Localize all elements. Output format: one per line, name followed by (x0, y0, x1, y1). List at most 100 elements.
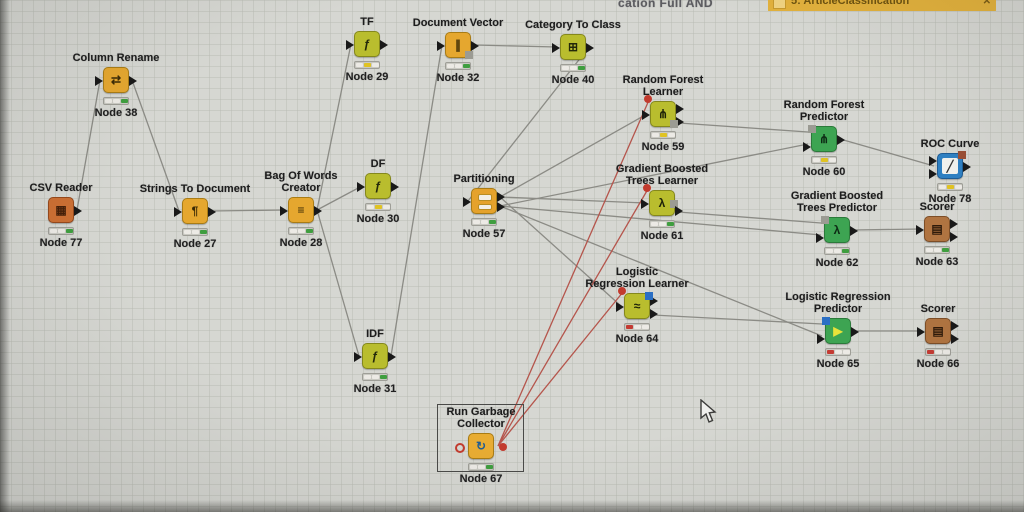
port-flow-in[interactable] (455, 443, 465, 453)
port-in[interactable] (916, 225, 924, 235)
port-out[interactable] (837, 135, 845, 145)
active-workflow-tab[interactable]: 5: ArticleClassification ✕ (768, 0, 996, 11)
connection-57-60[interactable] (499, 143, 809, 207)
port-model-br[interactable] (670, 120, 678, 128)
port-out[interactable] (391, 182, 399, 192)
port-in[interactable] (641, 199, 649, 209)
node-scorer-2[interactable]: Scorer▤Node 66 (868, 286, 1008, 378)
node-csv-reader[interactable]: CSV Reader▦Node 77 (0, 165, 131, 257)
node-category-to-class[interactable]: Category To Class⊞Node 40 (503, 2, 643, 94)
port-out-top[interactable] (650, 296, 658, 306)
port-in[interactable] (354, 352, 362, 362)
port-out2[interactable] (950, 232, 958, 242)
port-out[interactable] (851, 327, 859, 337)
connection-57-65[interactable] (499, 205, 823, 337)
df-icon[interactable]: ƒ (357, 173, 399, 199)
connection-60-78[interactable] (839, 138, 935, 167)
port-out[interactable] (586, 43, 594, 53)
port-out2[interactable] (951, 334, 959, 344)
port-in[interactable] (642, 110, 650, 120)
connection-64-65[interactable] (652, 314, 823, 325)
idf-icon[interactable]: ƒ (354, 343, 396, 369)
connection-32-40[interactable] (473, 44, 558, 48)
connection-28-31[interactable] (316, 209, 360, 357)
port-flow-tl[interactable] (643, 184, 651, 192)
bag-of-words-creator-icon[interactable]: ≡ (280, 197, 322, 223)
node-scorer[interactable]: Scorer▤Node 63 (867, 184, 1007, 276)
connection-28-29[interactable] (316, 43, 352, 211)
connection-67-59[interactable] (497, 99, 650, 447)
node-column-rename[interactable]: Column Rename⇄Node 38 (46, 35, 186, 127)
port-out2[interactable] (676, 117, 684, 127)
port-in-hi[interactable] (929, 156, 937, 166)
node-roc-curve[interactable]: ROC Curve╱Node 78 (880, 121, 1020, 213)
connection-28-30[interactable] (316, 185, 363, 211)
connection-67-61[interactable] (497, 188, 649, 447)
port-flow-out[interactable] (499, 443, 507, 451)
port-in[interactable] (463, 197, 471, 207)
logistic-regression-learner-icon[interactable]: ≈ (616, 287, 658, 319)
random-forest-learner-icon[interactable]: ⋔ (642, 95, 684, 128)
partitioning-icon[interactable] (463, 188, 505, 214)
port-out-top[interactable] (676, 104, 684, 114)
port-out-top[interactable] (950, 219, 958, 229)
port-in[interactable] (280, 206, 288, 216)
gradient-boosted-trees-learner-icon[interactable]: λ (641, 184, 683, 216)
port-in-lo[interactable] (929, 169, 937, 179)
connection-27-28[interactable] (210, 209, 286, 212)
scorer-2-icon[interactable]: ▤ (917, 318, 959, 344)
port-in[interactable] (95, 76, 103, 86)
port-model-tr-blue[interactable] (645, 292, 653, 300)
port-out2[interactable] (675, 206, 683, 216)
port-model-br[interactable] (465, 51, 473, 59)
port-out-top[interactable] (951, 321, 959, 331)
connection-31-32[interactable] (390, 44, 443, 357)
node-document-vector[interactable]: Document Vector∥Node 32 (388, 0, 528, 92)
port-model-tl-blue[interactable] (822, 317, 830, 325)
port-out-hi[interactable] (497, 192, 505, 202)
port-model-tl[interactable] (821, 216, 829, 224)
random-forest-predictor-icon[interactable]: ⋔ (803, 125, 845, 152)
port-out[interactable] (74, 206, 82, 216)
connection-59-60[interactable] (678, 122, 809, 133)
port-in-lo[interactable] (817, 334, 825, 344)
port-in[interactable] (616, 302, 624, 312)
tf-icon[interactable]: ƒ (346, 31, 388, 57)
port-in-lo[interactable] (803, 142, 811, 152)
category-to-class-icon[interactable]: ⊞ (552, 34, 594, 60)
port-out[interactable] (471, 41, 479, 51)
port-in-lo[interactable] (816, 233, 824, 243)
node-strings-to-document[interactable]: Strings To Document¶Node 27 (125, 166, 265, 258)
port-in[interactable] (357, 182, 365, 192)
port-in[interactable] (174, 207, 182, 217)
connection-61-62[interactable] (677, 211, 822, 224)
connection-40-57[interactable] (467, 46, 590, 202)
connection-38-27[interactable] (131, 79, 180, 212)
port-brown-tr[interactable] (958, 151, 966, 159)
port-out-lo[interactable] (497, 202, 505, 212)
port-out[interactable] (388, 352, 396, 362)
connection-67-64[interactable] (497, 291, 624, 447)
scorer-icon[interactable]: ▤ (916, 216, 958, 242)
connection-57-59[interactable] (499, 113, 648, 198)
port-in[interactable] (917, 327, 925, 337)
connection-77-38[interactable] (76, 79, 101, 211)
inactive-tab-partial-label[interactable]: cation Full AND (618, 0, 713, 10)
port-in[interactable] (552, 43, 560, 53)
port-in[interactable] (346, 40, 354, 50)
connection-57-61[interactable] (499, 196, 647, 204)
port-flow-tl[interactable] (618, 287, 626, 295)
port-model-tl[interactable] (808, 125, 816, 133)
port-out[interactable] (208, 207, 216, 217)
